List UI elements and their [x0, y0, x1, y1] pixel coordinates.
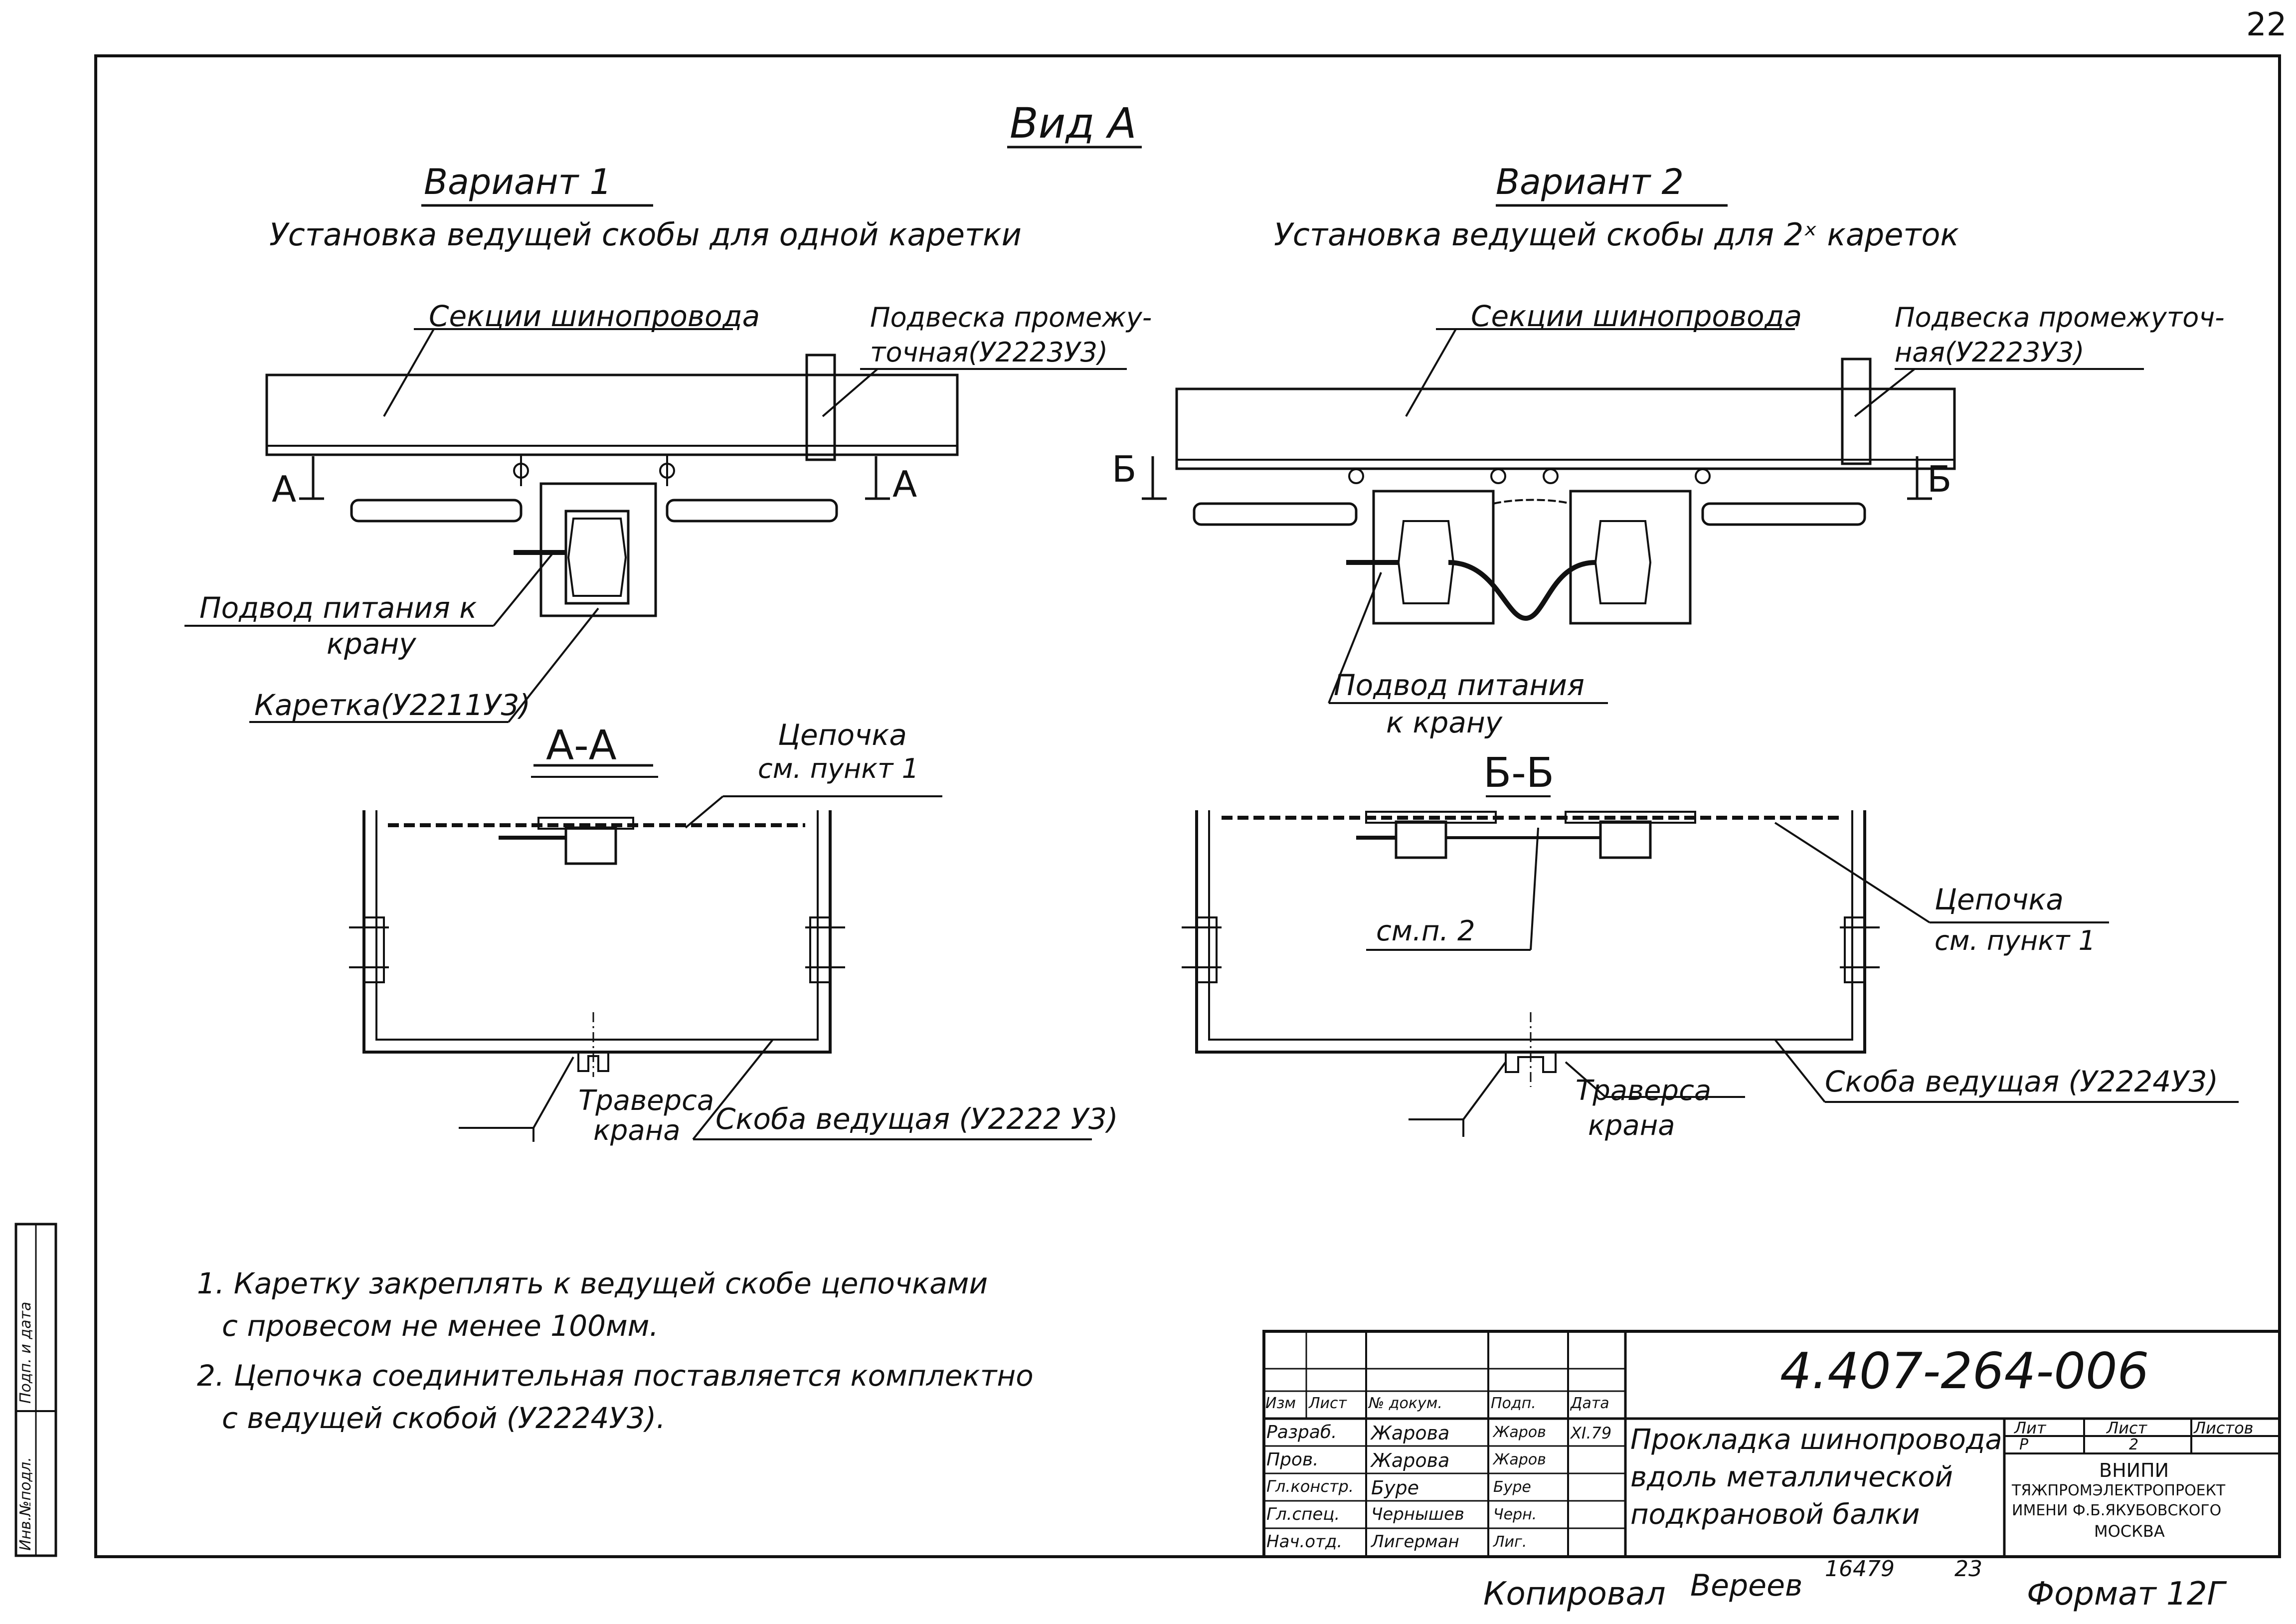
variant1-label-power-1: Подвод питания к — [199, 591, 477, 625]
variant1-label-carriage: Каретка(У2211У3) — [254, 688, 531, 722]
section-bb-label-traverse-2: крана — [1588, 1109, 1675, 1142]
view-title: Вид А — [1010, 99, 1137, 148]
note-2-line-1: 2. Цепочка соединительная поставляется к… — [197, 1359, 1034, 1393]
side-stamp-inventory: Инв.№подл. — [17, 1457, 34, 1551]
row-date: XI.79 — [1571, 1424, 1612, 1443]
variant1-title: Вариант 1 — [424, 162, 612, 202]
row-name: Лигерман — [1371, 1532, 1459, 1552]
section-aa-label-chain-2: см. пункт 1 — [758, 753, 919, 784]
variant2-section-mark-left: Б — [1112, 448, 1137, 490]
doc-number: 4.407-264-006 — [1780, 1342, 2149, 1400]
col-header-change: Изм — [1265, 1395, 1296, 1412]
variant1-plan — [184, 328, 1127, 723]
variant2-plan — [1142, 328, 2144, 704]
org-line-2: ТЯЖПРОМЭЛЕКТРОПРОЕКТ — [2012, 1482, 2226, 1499]
variant1-subtitle: Установка ведущей скобы для одной каретк… — [269, 216, 1022, 253]
variant2-section-mark-right: Б — [1927, 458, 1952, 500]
sheet-frame — [94, 54, 2281, 1558]
col-header-sign: Подп. — [1491, 1395, 1536, 1412]
section-bb-label-bracket: Скоба ведущая (У2224У3) — [1825, 1065, 2219, 1098]
doc-title-line-2: вдоль металлической — [1630, 1461, 1953, 1493]
org-line-1: ВНИПИ — [2099, 1459, 2169, 1481]
row-role: Разраб. — [1266, 1422, 1337, 1443]
sheet-value: 2 — [2129, 1436, 2139, 1453]
variant1-label-hanger-1: Подвеска промежу- — [870, 302, 1152, 333]
row-name: Жарова — [1371, 1422, 1450, 1444]
row-name: Чернышев — [1371, 1504, 1464, 1524]
variant1-label-hanger-2: точная(У2223У3) — [870, 337, 1108, 368]
sheets-header: Листов — [2194, 1419, 2254, 1438]
col-header-date: Дата — [1571, 1395, 1609, 1412]
format-label: Формат 12Г — [2027, 1576, 2225, 1613]
copied-label: Копировал — [1483, 1576, 1666, 1613]
title-block-grid — [1262, 1330, 2281, 1558]
variant2-subtitle: Установка ведущей скобы для 2ˣ кареток — [1274, 216, 1959, 253]
page-number: 22 — [2246, 6, 2287, 43]
variant1-label-sections: Секции шинопровода — [429, 299, 760, 333]
note-2-line-2: с ведущей скобой (У2224У3). — [222, 1401, 666, 1435]
section-aa-label-bracket: Скоба ведущая (У2222 У3) — [715, 1102, 1118, 1136]
variant2-label-power-1: Подвод питания — [1334, 668, 1585, 702]
variant2-label-power-2: к крану — [1386, 706, 1503, 739]
doc-title-line-1: Прокладка шинопровода — [1630, 1424, 2002, 1456]
row-name: Буре — [1371, 1477, 1419, 1499]
row-name: Жарова — [1371, 1449, 1450, 1471]
section-aa-label-chain-1: Цепочка — [778, 718, 907, 752]
variant2-title: Вариант 2 — [1496, 162, 1684, 202]
section-bb-label-chain-2: см. пункт 1 — [1935, 925, 2096, 956]
variant2-label-hanger-1: Подвеска промежуточ- — [1895, 302, 2225, 333]
note-1-line-2: с провесом не менее 100мм. — [222, 1309, 659, 1343]
variant2-label-hanger-2: ная(У2223У3) — [1895, 337, 2085, 368]
variant1-section-mark-right: А — [892, 463, 917, 505]
col-header-doc: № докум. — [1369, 1395, 1442, 1412]
order-number: 16479 — [1825, 1556, 1895, 1582]
sheet-header: Лист — [2107, 1419, 2147, 1438]
lit-value: Р — [2019, 1436, 2029, 1453]
row-role: Пров. — [1266, 1449, 1319, 1470]
lit-header: Лит — [2014, 1419, 2046, 1438]
side-stamp-frame — [14, 1223, 57, 1557]
org-line-3: ИМЕНИ Ф.Б.ЯКУБОВСКОГО — [2012, 1502, 2222, 1519]
section-bb — [1182, 795, 2239, 1137]
doc-title-line-3: подкрановой балки — [1630, 1498, 1920, 1531]
copier-signature: Вереев — [1690, 1568, 1803, 1603]
note-1-line-1: 1. Каретку закреплять к ведущей скобе це… — [197, 1266, 988, 1300]
variant1-label-power-2: крану — [327, 627, 416, 661]
section-aa-label-traverse-2: крана — [593, 1114, 681, 1147]
section-bb-label-ref: см.п. 2 — [1376, 915, 1475, 947]
row-signature: Жаров — [1493, 1451, 1546, 1468]
section-bb-label-traverse-1: Траверса — [1576, 1075, 1712, 1107]
section-bb-label-chain-1: Цепочка — [1935, 883, 2064, 916]
row-signature: Черн. — [1493, 1506, 1537, 1523]
org-line-4: МОСКВА — [2094, 1522, 2165, 1541]
row-role: Нач.отд. — [1266, 1532, 1343, 1552]
row-role: Гл.констр. — [1266, 1477, 1354, 1496]
section-aa-title: А-А — [546, 722, 617, 769]
row-role: Гл.спец. — [1266, 1504, 1340, 1524]
row-signature: Буре — [1493, 1478, 1531, 1496]
section-bb-title: Б-Б — [1483, 749, 1555, 797]
side-stamp-sign-date: Подп. и дата — [17, 1301, 34, 1404]
variant1-section-mark-left: А — [272, 468, 297, 510]
col-header-sheet: Лист — [1309, 1395, 1347, 1412]
row-signature: Жаров — [1493, 1424, 1546, 1441]
section-aa-label-traverse-1: Траверса — [578, 1084, 714, 1117]
row-signature: Лиг. — [1493, 1533, 1527, 1551]
variant2-label-sections: Секции шинопровода — [1471, 299, 1802, 333]
section-aa — [349, 776, 1092, 1142]
sheet-index: 23 — [1954, 1556, 1982, 1582]
